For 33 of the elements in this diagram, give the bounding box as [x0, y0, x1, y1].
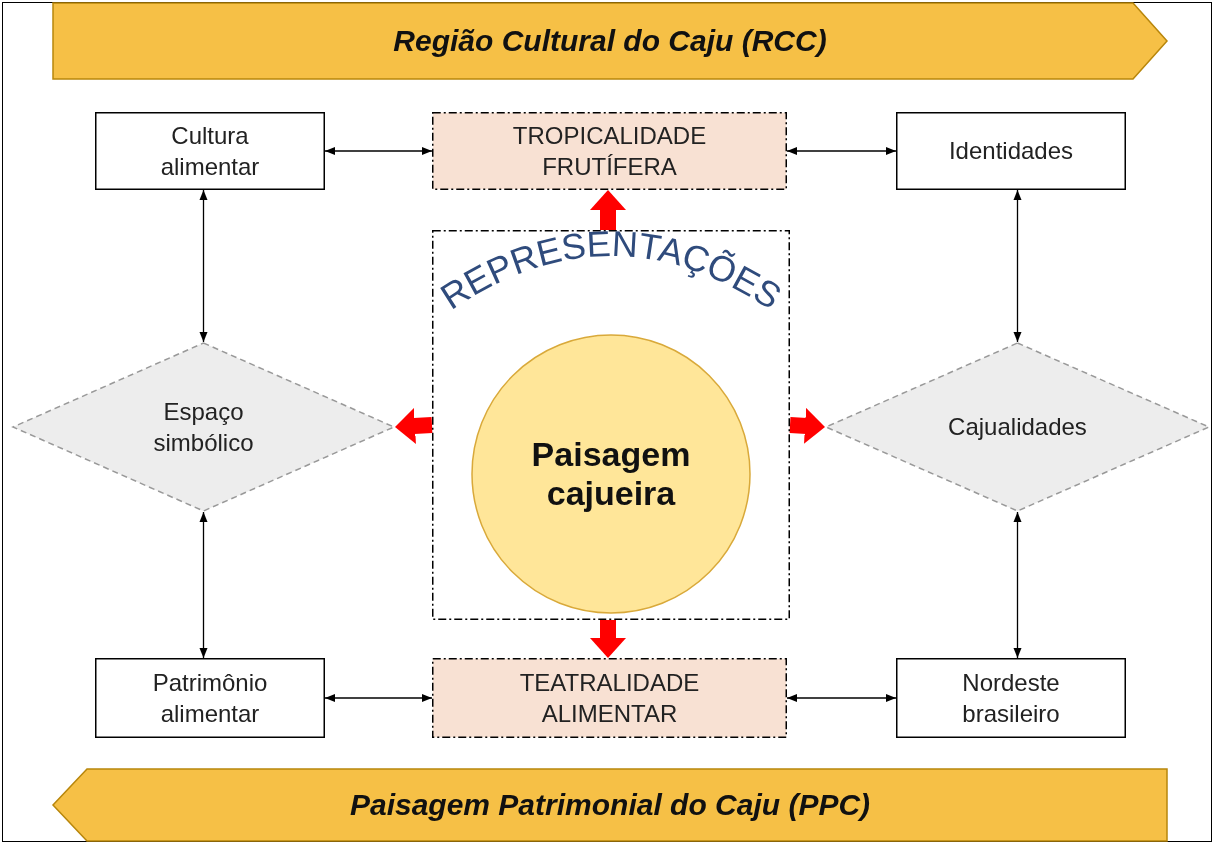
diamond-label: Cajualidades: [948, 412, 1087, 443]
decision-diamond: [825, 342, 1210, 512]
banner-text: Região Cultural do Caju (RCC): [393, 24, 827, 58]
double-arrow: [1013, 511, 1022, 659]
double-arrow: [786, 694, 897, 702]
box-label: Identidades: [948, 136, 1074, 167]
double-arrow: [199, 189, 208, 343]
double-arrow: [199, 511, 208, 659]
double-arrow: [324, 147, 433, 155]
concept-box: [896, 658, 1126, 738]
block-arrow: [789, 407, 825, 444]
double-arrow: [1013, 189, 1022, 343]
concept-box: [432, 658, 787, 738]
central-circle: [471, 334, 751, 614]
representation-frame: [432, 230, 790, 620]
box-label: Patrimônio alimentar: [151, 667, 269, 729]
box-label: TROPICALIDADE FRUTÍFERA: [511, 120, 708, 182]
double-arrow: [324, 694, 433, 702]
decision-diamond: [12, 342, 395, 512]
box-label: Cultura alimentar: [159, 120, 261, 182]
circle-label: Paisagem cajueira: [530, 435, 692, 513]
concept-box: [95, 658, 325, 738]
banner-text: Paisagem Patrimonial do Caju (PPC): [349, 788, 871, 822]
block-arrow: [590, 620, 626, 658]
concept-box: [95, 112, 325, 190]
concept-box: [432, 112, 787, 190]
double-arrow: [786, 147, 897, 155]
block-arrow: [395, 407, 433, 444]
box-label: TEATRALIDADE ALIMENTAR: [518, 667, 701, 729]
diamond-label: Espaço simbólico: [152, 396, 255, 458]
concept-box: [896, 112, 1126, 190]
box-label: Nordeste brasileiro: [961, 667, 1061, 729]
block-arrow: [590, 190, 626, 230]
